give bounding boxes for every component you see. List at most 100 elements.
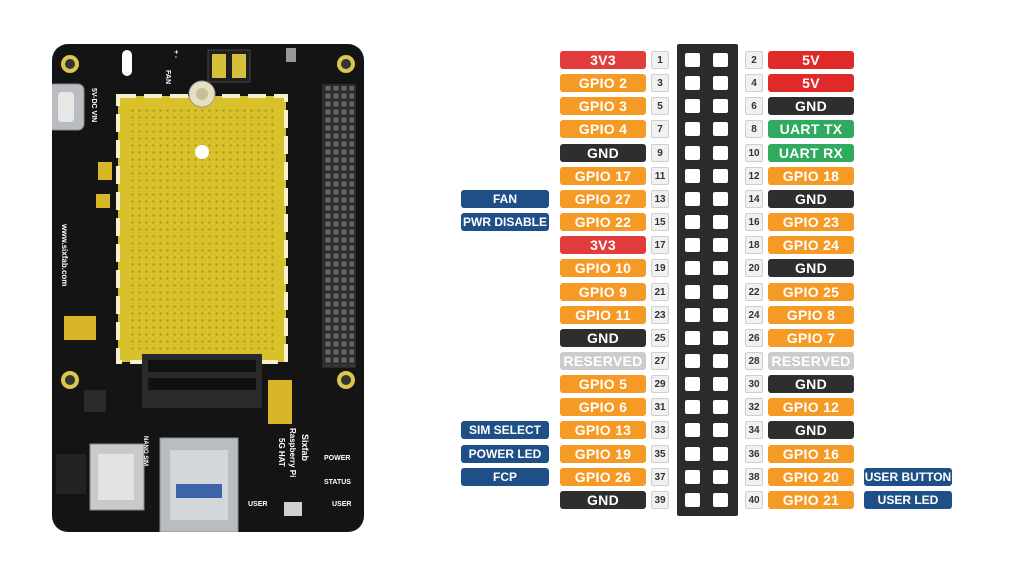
pin-number-37: 37 — [651, 467, 669, 486]
header-pin-31 — [685, 400, 700, 415]
header-pin-28 — [713, 353, 728, 368]
header-pin-16 — [713, 215, 728, 230]
pin-label-13: GPIO 27 — [560, 189, 646, 208]
pin-label-1: 3V3 — [560, 51, 646, 69]
pin-number-27: 27 — [651, 351, 669, 370]
header-pin-10 — [713, 145, 728, 160]
pin-number-38: 38 — [745, 467, 763, 486]
header-pin-35 — [685, 446, 700, 461]
silk-product-2: 5G HAT — [277, 438, 286, 467]
pin-label-16: GPIO 23 — [768, 213, 854, 232]
pin-label-20: GND — [768, 259, 854, 278]
pin-number-8: 8 — [745, 120, 763, 139]
header-pin-6 — [713, 99, 728, 114]
pin-number-23: 23 — [651, 305, 669, 324]
header-pin-30 — [713, 377, 728, 392]
header-pin-26 — [713, 330, 728, 345]
pin-number-14: 14 — [745, 189, 763, 208]
pin-label-31: GPIO 6 — [560, 398, 646, 417]
pin-label-36: GPIO 16 — [768, 444, 854, 463]
header-pin-32 — [713, 400, 728, 415]
pin-label-38: GPIO 20 — [768, 467, 854, 486]
header-pin-39 — [685, 492, 700, 507]
mounting-holes — [61, 55, 355, 389]
pin-label-37: GPIO 26 — [560, 467, 646, 486]
pin-number-5: 5 — [651, 97, 669, 116]
header-pin-34 — [713, 423, 728, 438]
header-pin-7 — [685, 122, 700, 137]
pin-number-4: 4 — [745, 74, 763, 93]
function-tag-pin-33: SIM SELECT — [461, 421, 549, 440]
pin-number-26: 26 — [745, 328, 763, 347]
header-pin-36 — [713, 446, 728, 461]
pin-number-18: 18 — [745, 236, 763, 255]
silk-brand: Sixfab — [300, 434, 310, 462]
header-pin-18 — [713, 238, 728, 253]
pin-number-11: 11 — [651, 166, 669, 185]
header-pin-24 — [713, 307, 728, 322]
silk-vin: 5V-DC VIN — [90, 88, 97, 122]
silk-product: Raspberry Pi — [288, 428, 297, 477]
function-tag-pin-40: USER LED — [864, 490, 952, 509]
pin-number-36: 36 — [745, 444, 763, 463]
header-pin-33 — [685, 423, 700, 438]
header-pin-40 — [713, 492, 728, 507]
header-pin-23 — [685, 307, 700, 322]
pin-number-32: 32 — [745, 398, 763, 417]
pin-number-28: 28 — [745, 351, 763, 370]
pin-label-25: GND — [560, 328, 646, 347]
pin-number-39: 39 — [651, 490, 669, 509]
pin-number-22: 22 — [745, 282, 763, 301]
header-pin-11 — [685, 168, 700, 183]
pin-number-12: 12 — [745, 166, 763, 185]
function-tag-pin-37: FCP — [461, 467, 549, 486]
pin-label-33: GPIO 13 — [560, 421, 646, 440]
pin-label-5: GPIO 3 — [560, 97, 646, 116]
pin-number-16: 16 — [745, 213, 763, 232]
pin-number-17: 17 — [651, 236, 669, 255]
header-pin-15 — [685, 215, 700, 230]
pin-number-1: 1 — [651, 51, 669, 69]
header-pin-1 — [685, 53, 700, 67]
pin-label-7: GPIO 4 — [560, 120, 646, 139]
silk-nano-sim: NANO SIM — [142, 436, 148, 466]
pin-label-2: 5V — [768, 51, 854, 69]
pin-label-10: UART RX — [768, 143, 854, 162]
pin-label-35: GPIO 19 — [560, 444, 646, 463]
pin-label-29: GPIO 5 — [560, 375, 646, 394]
header-pin-21 — [685, 284, 700, 299]
pin-label-8: UART TX — [768, 120, 854, 139]
pin-number-15: 15 — [651, 213, 669, 232]
pin-label-24: GPIO 8 — [768, 305, 854, 324]
function-tag-pin-35: POWER LED — [461, 444, 549, 463]
silk-status: STATUS — [324, 479, 351, 486]
header-pin-8 — [713, 122, 728, 137]
pin-label-21: GPIO 9 — [560, 282, 646, 301]
gpio-header-graphic — [677, 44, 738, 516]
header-pin-3 — [685, 76, 700, 91]
pin-label-14: GND — [768, 189, 854, 208]
function-tag-pin-13: FAN — [461, 189, 549, 208]
header-pin-27 — [685, 353, 700, 368]
silk-plus-minus: + - — [172, 50, 179, 59]
board-header-pins — [324, 86, 354, 366]
pin-number-20: 20 — [745, 259, 763, 278]
pin-label-28: RESERVED — [768, 351, 854, 370]
header-pin-25 — [685, 330, 700, 345]
pin-label-19: GPIO 10 — [560, 259, 646, 278]
pin-number-2: 2 — [745, 51, 763, 69]
silk-user-2: USER — [332, 501, 351, 508]
pin-number-29: 29 — [651, 375, 669, 394]
pin-number-9: 9 — [651, 143, 669, 162]
pin-label-12: GPIO 18 — [768, 166, 854, 185]
silk-user: USER — [248, 501, 267, 508]
board-illustration: FAN + - 5V-DC VIN www.sixfab.com NANO SI… — [52, 44, 364, 532]
header-pin-5 — [685, 99, 700, 114]
pin-number-3: 3 — [651, 74, 669, 93]
pin-number-24: 24 — [745, 305, 763, 324]
silk-url: www.sixfab.com — [60, 223, 69, 286]
header-pin-20 — [713, 261, 728, 276]
pin-label-26: GPIO 7 — [768, 328, 854, 347]
pin-label-11: GPIO 17 — [560, 166, 646, 185]
